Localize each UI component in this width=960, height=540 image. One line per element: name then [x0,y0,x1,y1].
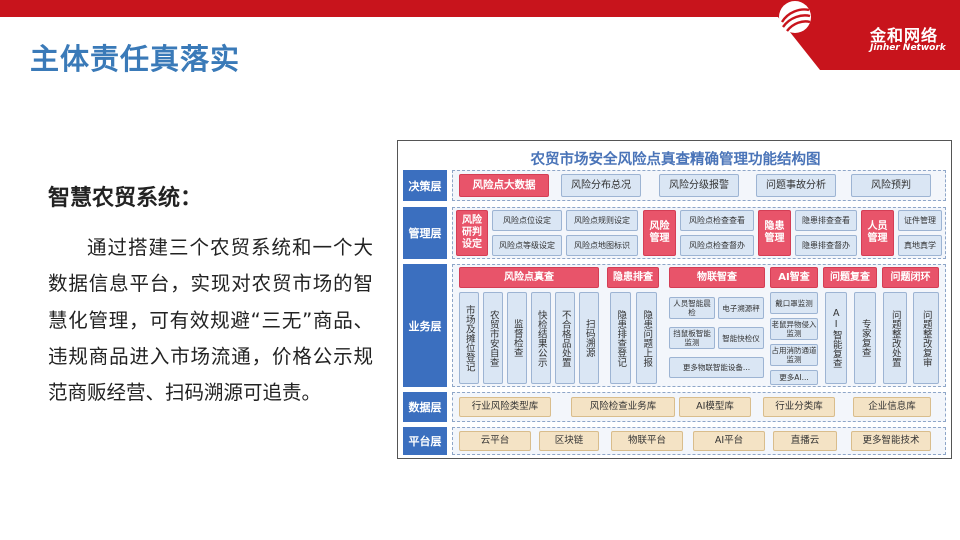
layer-label-decision: 决策层 [403,170,447,201]
management-head-risk: 风险管理 [643,210,676,256]
business-col: 问题整改处置 [883,292,907,384]
business-col: 农贸市安自查 [483,292,503,384]
data-item: AI模型库 [679,397,751,417]
logo-name-cn: 金和网络 [870,26,939,45]
decision-item: 风险分级报警 [659,174,739,197]
business-header: 问题复查 [823,267,877,288]
business-header: 隐患排查 [607,267,659,288]
structure-diagram: 农贸市场安全风险点真查精确管理功能结构图 决策层 风险点大数据 风险分布总况 风… [397,140,952,459]
logo-globe-icon [779,1,811,33]
section-heading: 智慧农贸系统： [48,186,203,211]
decision-item: 风险预判 [851,174,931,197]
business-ai-item: 戴口罩监测 [770,292,818,314]
business-col: 隐患排查登记 [610,292,631,384]
data-item: 风险检查业务库 [571,397,675,417]
management-item: 隐患排查查看 [795,210,857,231]
business-header: 风险点真查 [459,267,599,288]
platform-item: 更多智能技术 [851,431,931,451]
decision-row: 风险点大数据 风险分布总况 风险分级报警 问题事故分析 风险预判 [452,170,946,201]
management-item: 风险点地图标识 [566,235,638,256]
management-item: 证件管理 [898,210,942,231]
top-accent-bar [0,0,960,17]
layer-label-platform: 平台层 [403,427,447,455]
business-col: 监督检查 [507,292,527,384]
business-header: 问题闭环 [882,267,939,288]
business-col: 隐患问题上报 [636,292,657,384]
page-title: 主体责任真落实 [30,42,241,76]
management-item: 风险点规则设定 [566,210,638,231]
business-col: AI智能复查 [825,292,847,384]
business-col: 市场及摊位登记 [459,292,479,384]
business-col: 快检结果公示 [531,292,551,384]
diagram-title: 农贸市场安全风险点真查精确管理功能结构图 [530,152,821,168]
platform-row: 云平台 区块链 物联平台 AI平台 直播云 更多智能技术 [452,427,946,455]
management-head-hazard: 隐患管理 [758,210,791,256]
logo-ribbon [778,17,960,70]
business-ai-item: 占用消防通道监测 [770,344,818,366]
management-row: 风险研判设定 风险点位设定 风险点规则设定 风险点等级设定 风险点地图标识 风险… [452,207,946,259]
business-iot-item: 更多物联智能设备... [669,357,764,378]
platform-item: 直播云 [773,431,837,451]
management-item: 真地真学 [898,235,942,256]
layer-label-management: 管理层 [403,207,447,259]
business-col: 问题整改复审 [913,292,939,384]
decision-item: 风险点大数据 [459,174,549,197]
business-row: 风险点真查 隐患排查 物联智查 AI智查 问题复查 问题闭环 市场及摊位登记 农… [452,264,946,387]
body-paragraph: 通过搭建三个农贸系统和一个大数据信息平台，实现对农贸市场的智慧化管理，可有效规避… [48,236,373,405]
business-iot-item: 电子溯源秤 [718,297,764,319]
data-item: 企业信息库 [853,397,931,417]
management-item: 风险点等级设定 [492,235,562,256]
management-item: 风险点检查督办 [680,235,754,256]
management-head-risk-setup: 风险研判设定 [456,210,488,256]
management-item: 风险点位设定 [492,210,562,231]
business-ai-item: 更多AI... [770,370,818,385]
layer-label-business: 业务层 [403,264,447,387]
platform-item: 物联平台 [611,431,683,451]
management-head-people: 人员管理 [861,210,894,256]
business-header: AI智查 [770,267,818,288]
data-item: 行业风险类型库 [459,397,551,417]
business-col: 专家复查 [854,292,876,384]
data-item: 行业分类库 [763,397,835,417]
business-ai-item: 老鼠异物侵入监测 [770,318,818,340]
layer-label-data: 数据层 [403,392,447,422]
decision-item: 问题事故分析 [756,174,836,197]
business-iot-item: 智能快检仪 [718,327,764,349]
business-header: 物联智查 [669,267,765,288]
brand-logo: 金和网络 Jinher Network [778,0,960,70]
decision-item: 风险分布总况 [561,174,641,197]
platform-item: 云平台 [459,431,531,451]
management-item: 风险点检查查看 [680,210,754,231]
platform-item: 区块链 [539,431,599,451]
management-item: 隐患排查督办 [795,235,857,256]
business-col: 不合格品处置 [555,292,575,384]
data-row: 行业风险类型库 风险检查业务库 AI模型库 行业分类库 企业信息库 [452,392,946,422]
business-iot-item: 人员智能晨检 [669,297,715,319]
business-iot-item: 挡鼠板智能监测 [669,327,715,349]
logo-name-en: Jinher Network [870,43,946,53]
business-col: 扫码溯源 [579,292,599,384]
platform-item: AI平台 [693,431,765,451]
